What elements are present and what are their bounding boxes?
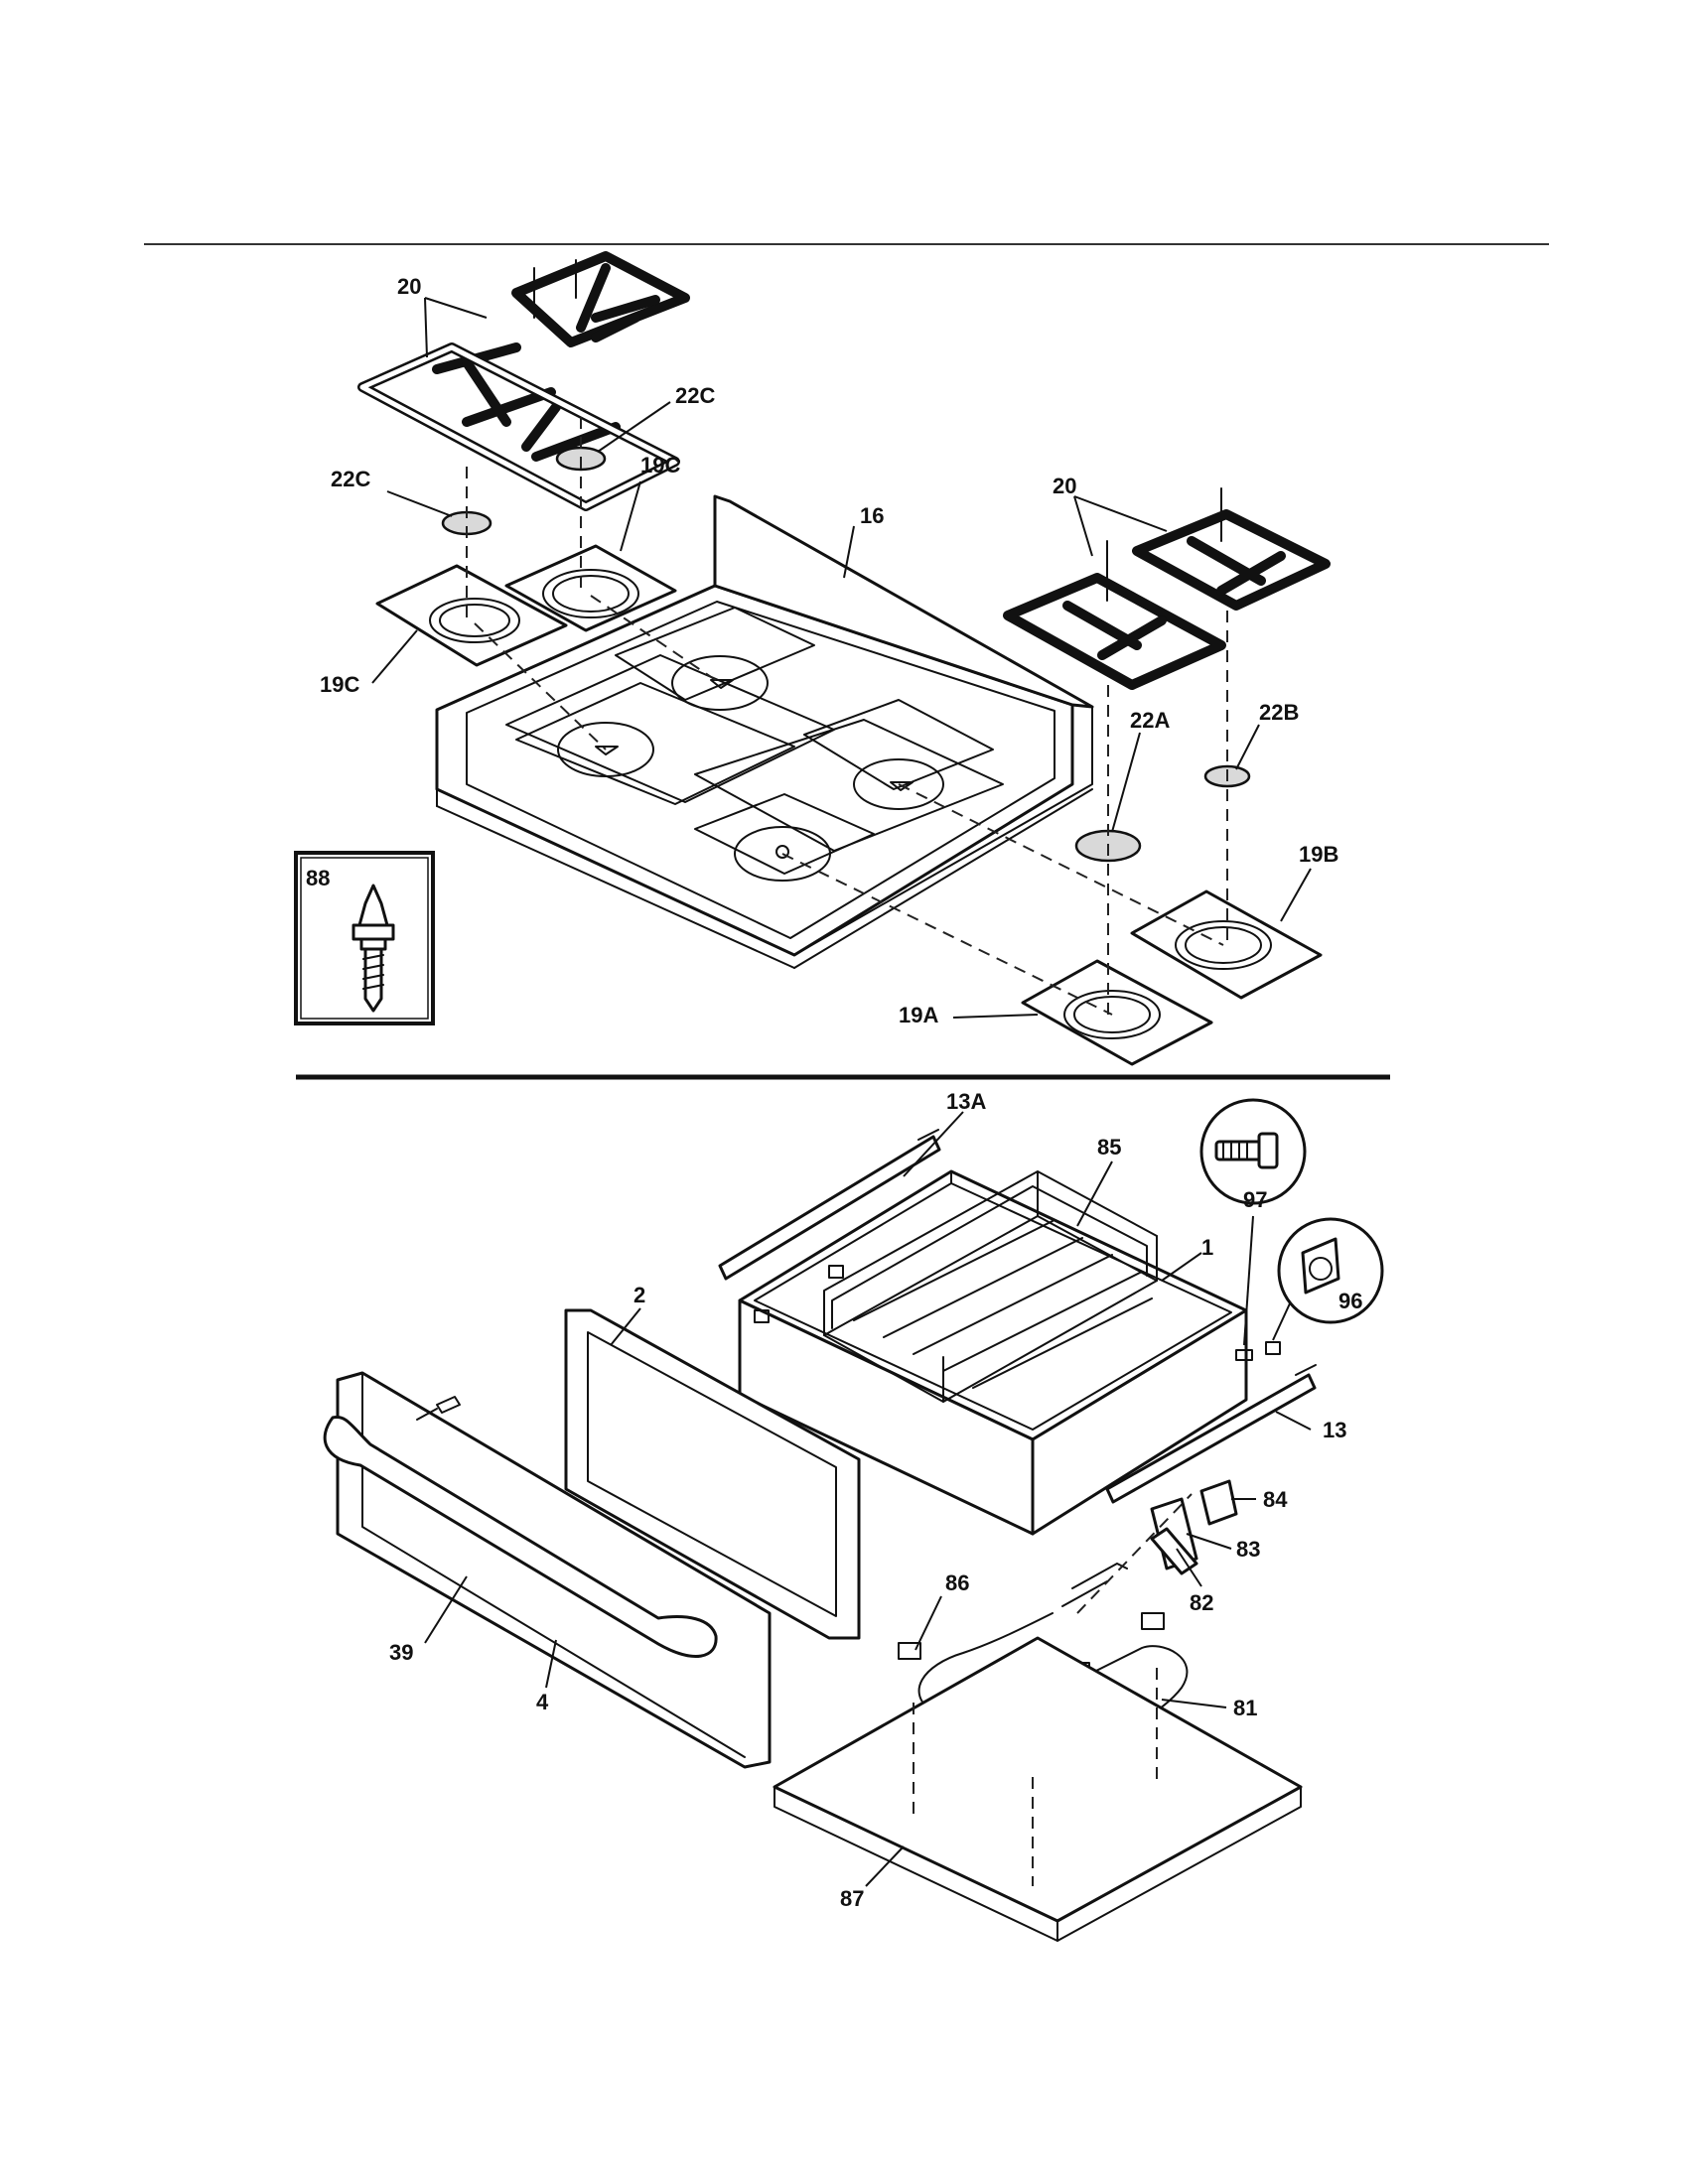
callout-87: 87 [840,1886,864,1911]
callout-16: 16 [860,503,884,528]
callout-86: 86 [945,1570,969,1595]
callout-84: 84 [1263,1487,1288,1512]
cooktop-burner-wells [505,607,1004,882]
callout-85: 85 [1097,1135,1121,1160]
screw-4 [416,1396,461,1421]
drawer-panel-2 [564,1308,861,1640]
callout-19a: 19A [899,1003,938,1027]
callout-22b: 22B [1259,700,1299,725]
callout-88: 88 [306,866,330,890]
callout-82: 82 [1190,1590,1213,1615]
callout-19c-top: 19C [640,453,680,478]
callout-81: 81 [1233,1696,1257,1720]
callout-96: 96 [1338,1289,1362,1313]
screw-97 [1235,1215,1254,1361]
callout-20-right: 20 [1053,474,1076,498]
callout-20-left: 20 [397,274,421,299]
drip-pan-19c-top [504,544,677,632]
callout-19c-left: 19C [320,672,359,697]
drawer-rack-85 [823,1170,1158,1403]
callout-22a: 22A [1130,708,1170,733]
callout-22c-top: 22C [675,383,715,408]
callout-2: 2 [633,1283,645,1307]
drawer-bottom-87 [773,1493,1303,1942]
drawer-liner-1 [738,1169,1248,1536]
callout-22c-left: 22C [331,467,370,491]
drawer-handle-39 [323,1415,718,1658]
callout-39: 39 [389,1640,413,1665]
drip-pan-19b [1130,889,1323,1000]
callout-13a: 13A [946,1089,986,1114]
slide-rail-13a [718,1129,941,1281]
bracket-84 [1199,1479,1238,1526]
callout-83: 83 [1236,1537,1260,1562]
slide-rail-13 [1105,1364,1317,1504]
callout-13: 13 [1323,1418,1346,1442]
grate-pair-left [357,251,690,511]
leveling-leg-88 [352,884,395,1013]
callout-4: 4 [536,1690,549,1714]
drip-pan-19c-left [375,564,568,667]
drip-pan-19a [1021,959,1213,1066]
cooktop-main-top [435,494,1094,969]
callout-1: 1 [1201,1235,1213,1260]
grate-pair-right [1003,487,1331,690]
callout-labels: 20 22C 22C 19C 19C 16 20 22A 22B 19B 19A… [306,274,1362,1911]
leader-lines [371,297,1312,1887]
alignment-lines-top [466,417,1228,1016]
clip-96-detail [1277,1217,1384,1324]
screw-97-detail [1199,1098,1307,1205]
callout-97: 97 [1243,1187,1267,1212]
callout-19b: 19B [1299,842,1338,867]
